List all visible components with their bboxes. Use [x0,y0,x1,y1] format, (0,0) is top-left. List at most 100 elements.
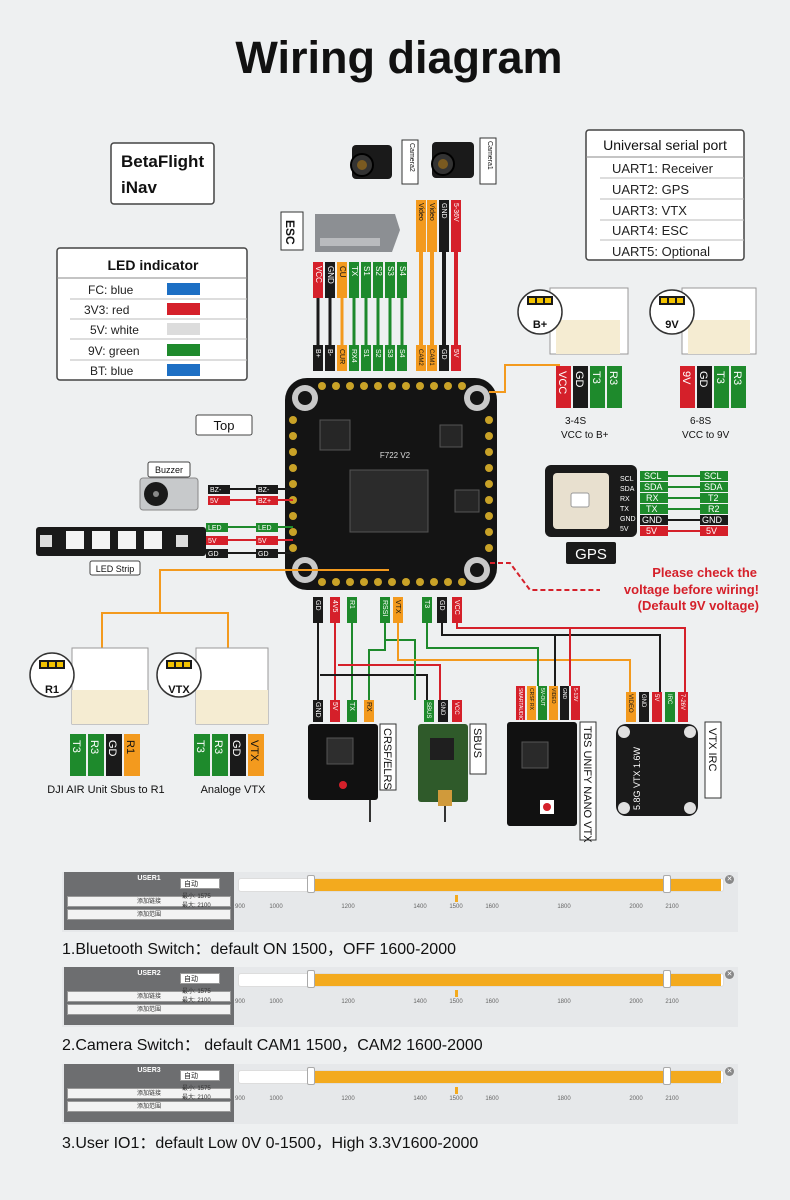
add-range-button[interactable]: 添加范围 [67,1004,231,1015]
gps-pin: 5V [620,526,629,533]
cam-wire-label: Video [417,203,424,221]
led-pin: GD [208,551,219,558]
gps-wire-left: RX [646,493,659,503]
v9-connector-pin: 9V [680,371,692,385]
sbus-pin: GND [439,702,445,716]
v9-connector: 9V 9V GD T3 R3 6-8S VCC to 9V [649,287,757,441]
slider-handle-low[interactable] [307,970,315,988]
add-range-button[interactable]: 添加范围 [67,909,231,920]
led-swatch [167,303,200,315]
gps-wire-right: T2 [708,493,719,503]
gps-pin: RX [620,496,630,503]
r1-pad-label: R1 [45,684,59,696]
camera-wires: Video Video GND 5-36V [416,200,461,345]
tbs-pin: GND [561,688,567,700]
mode-select[interactable]: 自动 [180,973,220,984]
slider-tick: 1600 [485,1096,499,1102]
v9-pad-label: 9V [665,319,679,331]
slider-range-fill [311,1071,721,1083]
firmware-betaflight: BetaFlight [121,152,204,171]
bottom-pin-label: RSSI [381,600,388,616]
slider-handle-high[interactable] [663,1067,671,1085]
slider-handle-high[interactable] [663,970,671,988]
crsf-elrs-receiver: GND 5V TX RX CRSF/ELRS [308,700,397,822]
slider-range-fill [311,879,721,891]
add-range-button[interactable]: 添加范围 [67,1101,231,1112]
top-pin-label: S2 [374,349,381,358]
v9-caption: 6-8S [690,416,711,427]
add-link-button[interactable]: 添加链接 [67,1088,231,1099]
gps-wire-left: 5V [646,526,657,536]
switch-caption: 2.Camera Switch： default CAM1 1500，CAM2 … [62,1037,483,1054]
slider-tick: 2000 [629,1096,643,1102]
user-switch-slider: USER1 添加链接 添加范围 自动 最小: 1575 最大: 2100 900… [62,872,738,932]
bottom-pin-label: R1 [348,600,355,609]
slider-tick: 1200 [341,999,355,1005]
user-panel: USER2 添加链接 添加范围 [64,967,234,1025]
top-pin-label: GD [440,349,447,360]
switch-caption: 3.User IO1：default Low 0V 0-1500，High 3.… [62,1135,479,1152]
r1-vtx-guide-lines [101,569,389,650]
uart-row: UART1: Receiver [612,161,714,176]
wiring-diagram: Wiring diagram BetaFlight iNav Universal… [29,32,759,843]
buzzer-pin: BZ- [258,487,270,494]
slider-tick: 1400 [413,999,427,1005]
tbs-pin: 5V-OUT [539,688,545,706]
led-row-label: 3V3: red [84,303,129,317]
bottom-pin-label: T3 [423,600,430,608]
user-panel: USER3 添加链接 添加范围 [64,1064,234,1122]
crsf-pin: TX [348,702,355,711]
slider-tick: 1800 [557,904,571,910]
bottom-pin-label: GD [438,600,445,611]
mode-select[interactable]: 自动 [180,1070,220,1081]
bottom-pins: GD 4V5 R1 RSSI VTX T3 GD VCC [313,597,462,623]
analog-pin: R3 [212,740,224,754]
vtx-pad-label: VTX [168,684,190,696]
uart-row: UART3: VTX [612,203,687,218]
irc-pin: IRC [666,694,672,705]
gps-wire-left: GND [642,515,663,525]
led-row-label: 9V: green [88,344,140,358]
close-icon[interactable]: ✕ [725,970,734,979]
led-swatch [167,364,200,376]
slider-tick: 1000 [269,999,283,1005]
buzzer-pin: 5V [210,498,219,505]
top-pin-label: CUR [338,349,345,364]
close-icon[interactable]: ✕ [725,1067,734,1076]
led-indicator-table: LED indicator FC: blue 3V3: red 5V: whit… [56,247,248,381]
analog-pin: GD [230,740,242,757]
irc-pin: 5V [653,694,659,701]
led-pin: LED [258,525,272,532]
slider-tick: 2000 [629,999,643,1005]
switch-caption: 1.Bluetooth Switch：default ON 1500，OFF 1… [62,941,457,958]
irc-pin: GND [640,694,646,708]
vcc-connector-pin: VCC [556,371,568,394]
slider-handle-low[interactable] [307,1067,315,1085]
led-row-label: 5V: white [90,323,139,337]
warning-line: Please check the [652,565,757,580]
add-link-button[interactable]: 添加链接 [67,896,231,907]
slider-handle-low[interactable] [307,875,315,893]
crsf-pin: 5V [331,702,338,711]
esc-pin-label: S3 [386,266,395,276]
slider-max: 最大: 2100 [182,1095,211,1101]
uart-row: UART5: Optional [612,244,710,259]
close-icon[interactable]: ✕ [725,875,734,884]
bplus-caption: 3-4S [565,416,586,427]
top-pin-labels: B+ B- CUR RX4 S1 S2 S3 S4 CAM2 CAM1 GD 5… [313,345,461,371]
analog-pin: VTX [248,740,260,762]
gps-wire-right: SDA [704,482,723,492]
add-link-button[interactable]: 添加链接 [67,991,231,1002]
tbs-pin: 5-13V [572,688,578,702]
buzzer-label: Buzzer [155,465,183,475]
crsf-pin: RX [365,702,372,712]
top-label: Top [214,418,235,433]
vcc-connector-pin: T3 [590,371,602,384]
user-panel: USER1 添加链接 添加范围 [64,872,234,930]
slider-handle-high[interactable] [663,875,671,893]
slider-tick: 1500 [449,999,463,1005]
analog-vtx: VTX T3 R3 GD VTX Analoge VTX [156,647,269,796]
mode-select[interactable]: 自动 [180,878,220,889]
user-name: USER1 [137,875,161,882]
bottom-pin-label: VTX [394,600,401,614]
